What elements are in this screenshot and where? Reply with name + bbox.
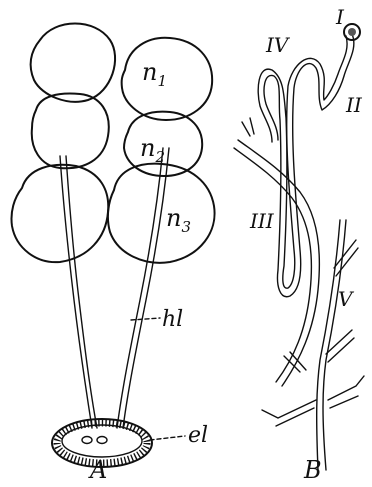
label-v: V (338, 287, 355, 311)
label-iv: IV (265, 33, 291, 57)
label-n2: n2 (140, 134, 165, 166)
panel-label-a: A (88, 456, 107, 484)
coiled-tubule-inner (258, 36, 347, 288)
small-branch-top-left (242, 118, 254, 136)
panel-b: I II III IV V B (234, 5, 364, 484)
panel-label-b: B (303, 456, 322, 484)
left-nucleus-top (31, 24, 115, 102)
duct-branch-mid-left (284, 352, 306, 372)
left-nucleus-bottom (11, 165, 108, 262)
coiled-tubule-outer (264, 34, 354, 297)
left-fibre (60, 156, 92, 428)
right-fibre-hl (117, 148, 163, 428)
el-leader (150, 436, 185, 440)
label-ii: II (345, 93, 363, 117)
label-hl: hl (162, 307, 183, 332)
label-n3: n3 (166, 204, 191, 236)
panel-a: n1 n2 n3 hl el A (11, 24, 214, 485)
label-iii: III (249, 209, 275, 233)
end-cell-dot-left (82, 437, 92, 444)
tubule-blind-end-i-fill (348, 28, 356, 36)
duct-branch-bottom-left (262, 400, 316, 426)
right-fibre-hl-inner (123, 148, 169, 428)
label-el: el (188, 423, 208, 448)
hl-leader (131, 318, 160, 320)
left-nucleus-middle (32, 94, 109, 169)
crossing-duct-inner (234, 148, 311, 382)
left-fibre-inner (66, 156, 97, 428)
label-n1: n1 (142, 58, 167, 90)
label-i: I (335, 5, 345, 29)
duct-branch-bottom-right (328, 376, 364, 408)
end-cell-dot-right (97, 437, 107, 444)
